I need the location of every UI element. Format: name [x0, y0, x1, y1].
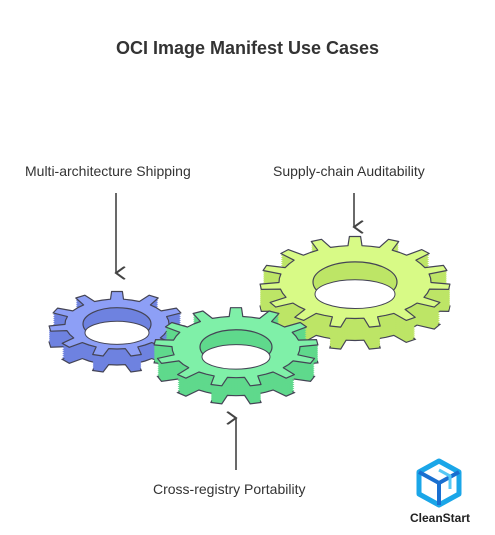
gear-hole — [201, 344, 271, 370]
page-title: OCI Image Manifest Use Cases — [115, 38, 380, 58]
gear-hole — [314, 279, 396, 309]
multi-architecture-gear — [48, 290, 186, 373]
cross-registry-gear — [153, 307, 319, 405]
supply-chain-label: Supply-chain Auditability — [273, 163, 425, 179]
cross-registry-label: Cross-registry Portability — [153, 481, 306, 497]
multi-architecture-label: Multi-architecture Shipping — [25, 163, 191, 179]
cube-logo-icon — [416, 458, 462, 508]
gear-hole — [84, 320, 150, 345]
supply-chain-gear — [259, 235, 451, 350]
brand-name: CleanStart — [409, 511, 471, 525]
